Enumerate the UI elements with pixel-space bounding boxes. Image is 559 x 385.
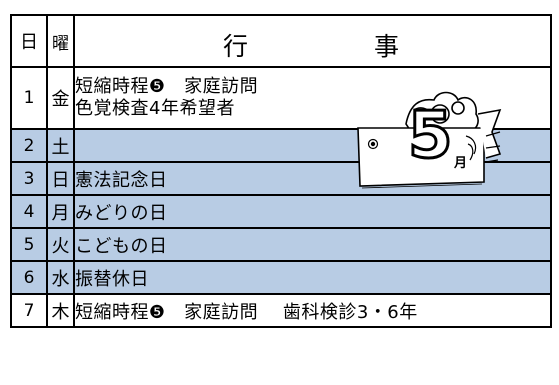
weekday-cell: 火 [46,227,75,262]
event-cell: 短縮時程❺ 家庭訪問 歯科検診3・6年 [73,293,552,328]
event-line: 短縮時程❺ 家庭訪問 [75,76,259,97]
event-cell: 振替休日 [73,260,552,295]
event-line: 色覚検査4年希望者 [75,98,235,119]
header-event: 行 事 [73,14,552,68]
schedule-page: 日 曜 行 事 1 金 短縮時程❺ 家庭訪問 色覚検査4年希望者 2 土 3 日… [10,0,559,385]
weekday-cell: 月 [46,194,75,229]
table-row: 6 水 振替休日 [10,260,552,295]
day-cell: 1 [10,66,48,130]
may-calendar-carp-icon [357,91,502,189]
may-number: 5 [407,99,455,173]
day-cell: 4 [10,194,48,229]
header-row: 日 曜 行 事 [10,14,552,68]
table-row: 4 月 みどりの日 [10,194,552,229]
day-cell: 3 [10,161,48,196]
weekday-cell: 金 [46,66,75,130]
weekday-cell: 水 [46,260,75,295]
event-cell: みどりの日 [73,194,552,229]
event-cell: こどもの日 [73,227,552,262]
table-row: 5 火 こどもの日 [10,227,552,262]
day-cell: 6 [10,260,48,295]
weekday-cell: 木 [46,293,75,328]
header-event-a: 行 [223,32,249,61]
header-event-b: 事 [374,32,400,61]
header-weekday: 曜 [46,14,75,68]
day-cell: 2 [10,128,48,163]
day-cell: 5 [10,227,48,262]
day-cell: 7 [10,293,48,328]
header-day: 日 [10,14,48,68]
may-unit: 月 [454,156,468,171]
table-row: 7 木 短縮時程❺ 家庭訪問 歯科検診3・6年 [10,293,552,328]
weekday-cell: 土 [46,128,75,163]
weekday-cell: 日 [46,161,75,196]
